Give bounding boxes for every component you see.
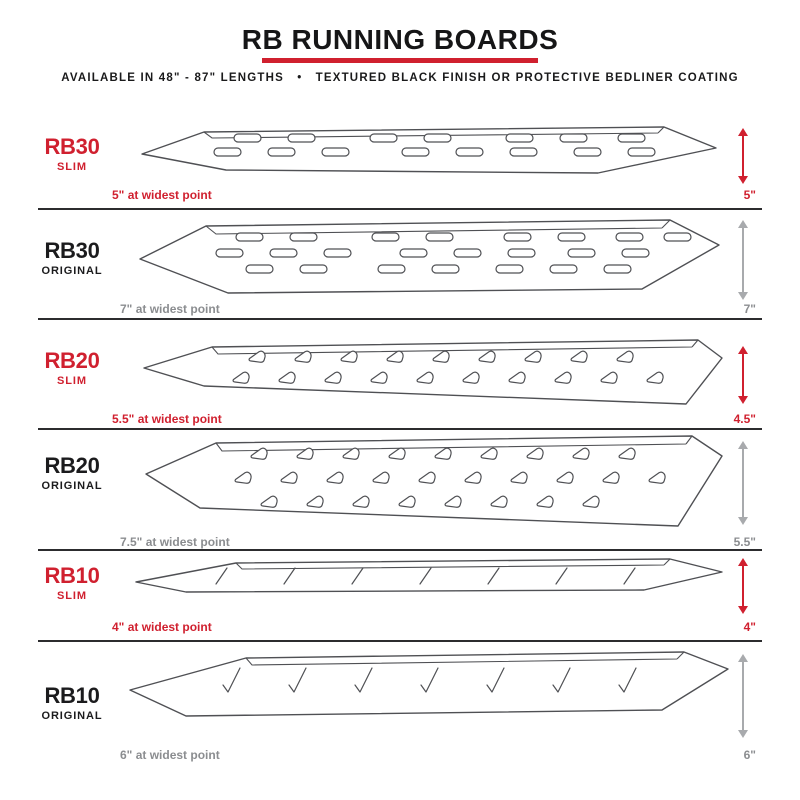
model-name: RB10 xyxy=(44,563,100,588)
arrow-up-icon xyxy=(738,654,748,662)
row-divider xyxy=(38,640,762,642)
variant-label: ORIGINAL xyxy=(41,265,103,277)
height-label: 7" xyxy=(743,302,756,316)
row-divider xyxy=(38,208,762,210)
arrow-down-icon xyxy=(738,176,748,184)
arrow-up-icon xyxy=(738,220,748,228)
arrow-down-icon xyxy=(738,606,748,614)
height-label: 4" xyxy=(743,620,756,634)
rb30-original-board-drawing xyxy=(139,219,720,294)
arrow-up-icon xyxy=(738,441,748,449)
variant-label: ORIGINAL xyxy=(41,480,103,492)
page-title: RB RUNNING BOARDS xyxy=(241,24,559,55)
arrow-stem xyxy=(742,660,744,732)
width-label: 4" at widest point xyxy=(112,620,212,634)
variant-label: SLIM xyxy=(57,161,87,173)
height-arrow xyxy=(738,654,748,738)
arrow-down-icon xyxy=(738,292,748,300)
product-row-rb30-original: RB30 ORIGINAL 7" at widest point 7" xyxy=(0,208,800,318)
height-label: 4.5" xyxy=(733,412,756,426)
height-label: 5" xyxy=(743,188,756,202)
height-label: 5.5" xyxy=(733,535,756,549)
subtitle: AVAILABLE IN 48" - 87" LENGTHS • TEXTURE… xyxy=(61,72,739,84)
model-name: RB30 xyxy=(44,134,100,159)
product-row-rb30-slim: RB30 SLIM 5" at widest point 5" xyxy=(0,103,800,208)
product-row-rb20-original: RB20 ORIGINAL 7.5" at widest point 5.5" xyxy=(0,428,800,549)
model-label-block: RB20 SLIM xyxy=(22,350,122,387)
width-label: 7" at widest point xyxy=(120,302,220,316)
product-row-rb10-original: RB10 ORIGINAL 6" at widest point 6" xyxy=(0,640,800,780)
arrow-down-icon xyxy=(738,396,748,404)
arrow-stem xyxy=(742,134,744,178)
height-arrow xyxy=(738,441,748,525)
model-name: RB10 xyxy=(44,683,100,708)
height-arrow xyxy=(738,558,748,614)
variant-label: ORIGINAL xyxy=(41,710,103,722)
arrow-stem xyxy=(742,226,744,294)
rb10-slim-board-drawing xyxy=(135,558,723,593)
row-divider xyxy=(38,318,762,320)
rb20-slim-board-drawing xyxy=(143,339,723,405)
height-arrow xyxy=(738,128,748,184)
arrow-stem xyxy=(742,447,744,519)
rb10-original-board-drawing xyxy=(129,651,729,717)
arrow-down-icon xyxy=(738,517,748,525)
model-label-block: RB20 ORIGINAL xyxy=(22,455,122,492)
row-divider xyxy=(38,428,762,430)
width-label: 5.5" at widest point xyxy=(112,412,222,426)
model-label-block: RB30 ORIGINAL xyxy=(22,240,122,277)
model-label-block: RB10 ORIGINAL xyxy=(22,685,122,722)
variant-label: SLIM xyxy=(57,375,87,387)
title-underline xyxy=(262,58,538,63)
rb20-original-board-drawing xyxy=(145,435,723,527)
rb30-slim-board-drawing xyxy=(141,126,717,174)
product-row-rb10-slim: RB10 SLIM 4" at widest point 4" xyxy=(0,549,800,640)
product-row-rb20-slim: RB20 SLIM 5.5" at widest point 4.5" xyxy=(0,318,800,428)
width-label: 6" at widest point xyxy=(120,748,220,762)
model-name: RB20 xyxy=(44,453,100,478)
height-arrow xyxy=(738,346,748,404)
height-arrow xyxy=(738,220,748,300)
arrow-stem xyxy=(742,352,744,398)
arrow-up-icon xyxy=(738,558,748,566)
width-label: 5" at widest point xyxy=(112,188,212,202)
arrow-up-icon xyxy=(738,128,748,136)
row-divider xyxy=(38,549,762,551)
model-label-block: RB10 SLIM xyxy=(22,565,122,602)
variant-label: SLIM xyxy=(57,590,87,602)
model-name: RB30 xyxy=(44,238,100,263)
arrow-up-icon xyxy=(738,346,748,354)
width-label: 7.5" at widest point xyxy=(120,535,230,549)
model-name: RB20 xyxy=(44,348,100,373)
height-label: 6" xyxy=(743,748,756,762)
arrow-down-icon xyxy=(738,730,748,738)
arrow-stem xyxy=(742,564,744,608)
model-label-block: RB30 SLIM xyxy=(22,136,122,173)
